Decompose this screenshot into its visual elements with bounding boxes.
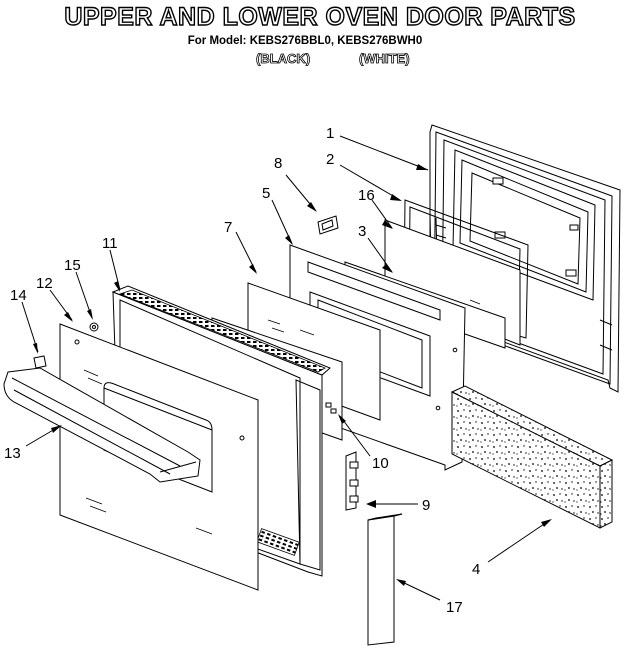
part-insulation-block (450, 385, 614, 529)
part-door-handle (3, 367, 201, 483)
callout-17: 17 (446, 599, 463, 616)
callout-4: 4 (472, 561, 480, 578)
part-handle-clip (33, 355, 47, 369)
callout-16: 16 (358, 187, 375, 204)
callout-10: 10 (372, 455, 389, 472)
part-door-clip (345, 451, 359, 511)
callout-2: 2 (326, 151, 334, 168)
callout-15: 15 (64, 257, 81, 274)
callout-3: 3 (358, 223, 366, 240)
part-trim-strip (367, 513, 403, 646)
callout-9: 9 (422, 497, 430, 514)
model-line: For Model: KEBS276BBL0, KEBS276BWH0 (187, 35, 423, 47)
callout-13: 13 (4, 445, 21, 462)
variant-black-label: (BLACK) (256, 51, 311, 67)
callout-14: 14 (10, 287, 27, 304)
leader-lines (21, 135, 552, 601)
callout-1: 1 (326, 125, 334, 142)
variant-white-label: (WHITE) (359, 51, 410, 67)
part-hinge-bracket (317, 215, 339, 235)
part-screws (325, 402, 337, 414)
callout-8: 8 (274, 155, 282, 172)
part-washer (89, 322, 99, 332)
callout-11: 11 (102, 235, 118, 252)
callout-12: 12 (36, 275, 53, 292)
callout-7: 7 (224, 219, 232, 236)
callout-numbers: 1 2 16 3 5 8 7 11 15 12 14 13 10 9 4 17 (4, 125, 480, 616)
page-title: UPPER AND LOWER OVEN DOOR PARTS (64, 2, 576, 31)
callout-5: 5 (262, 185, 270, 202)
